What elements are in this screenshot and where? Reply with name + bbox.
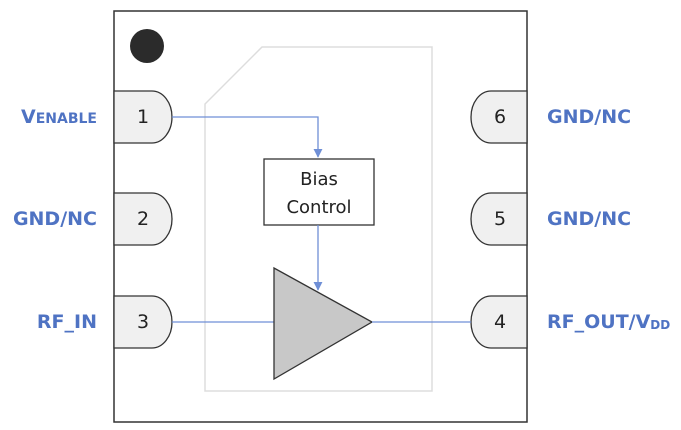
bias-control-label-line1: Bias: [300, 169, 338, 190]
pin-6-pad: [470, 90, 528, 144]
die-outline: [204, 46, 433, 392]
pin-1-pad: [113, 90, 173, 144]
pin-6-number: 6: [493, 106, 507, 128]
pin-6-label: GND/NC: [547, 106, 632, 128]
pin-4-label-main: RF_OUT/V: [547, 311, 651, 333]
enable-signal-line: [172, 116, 323, 158]
bias-control-label-line2: Control: [286, 197, 352, 218]
pin-3-number: 3: [136, 311, 150, 333]
pin1-marker-dot: [130, 29, 164, 63]
pin-4-pad: [470, 295, 528, 349]
pin-2-label: GND/NC: [12, 208, 97, 230]
pin-4-label: RF_OUT/VDD: [547, 313, 670, 332]
pin-5-pad: [470, 192, 528, 246]
pin-1-number: 1: [136, 106, 150, 128]
pin-4-number: 4: [493, 311, 507, 333]
pin-5-label: GND/NC: [547, 208, 632, 230]
pin-3-label: RF_IN: [36, 311, 97, 333]
pin-1-label-subscript: ENABLE: [35, 111, 97, 127]
bias-control-block: [263, 158, 375, 226]
amplifier-triangle: [273, 266, 374, 381]
pin-1-label: VENABLE: [21, 108, 97, 127]
pin-2-number: 2: [136, 208, 150, 230]
pin-2-pad: [113, 192, 173, 246]
pin-3-pad: [113, 295, 173, 349]
pin-4-label-subscript: DD: [650, 318, 671, 332]
pin-5-number: 5: [493, 208, 507, 230]
pin-1-label-main: V: [21, 106, 36, 128]
